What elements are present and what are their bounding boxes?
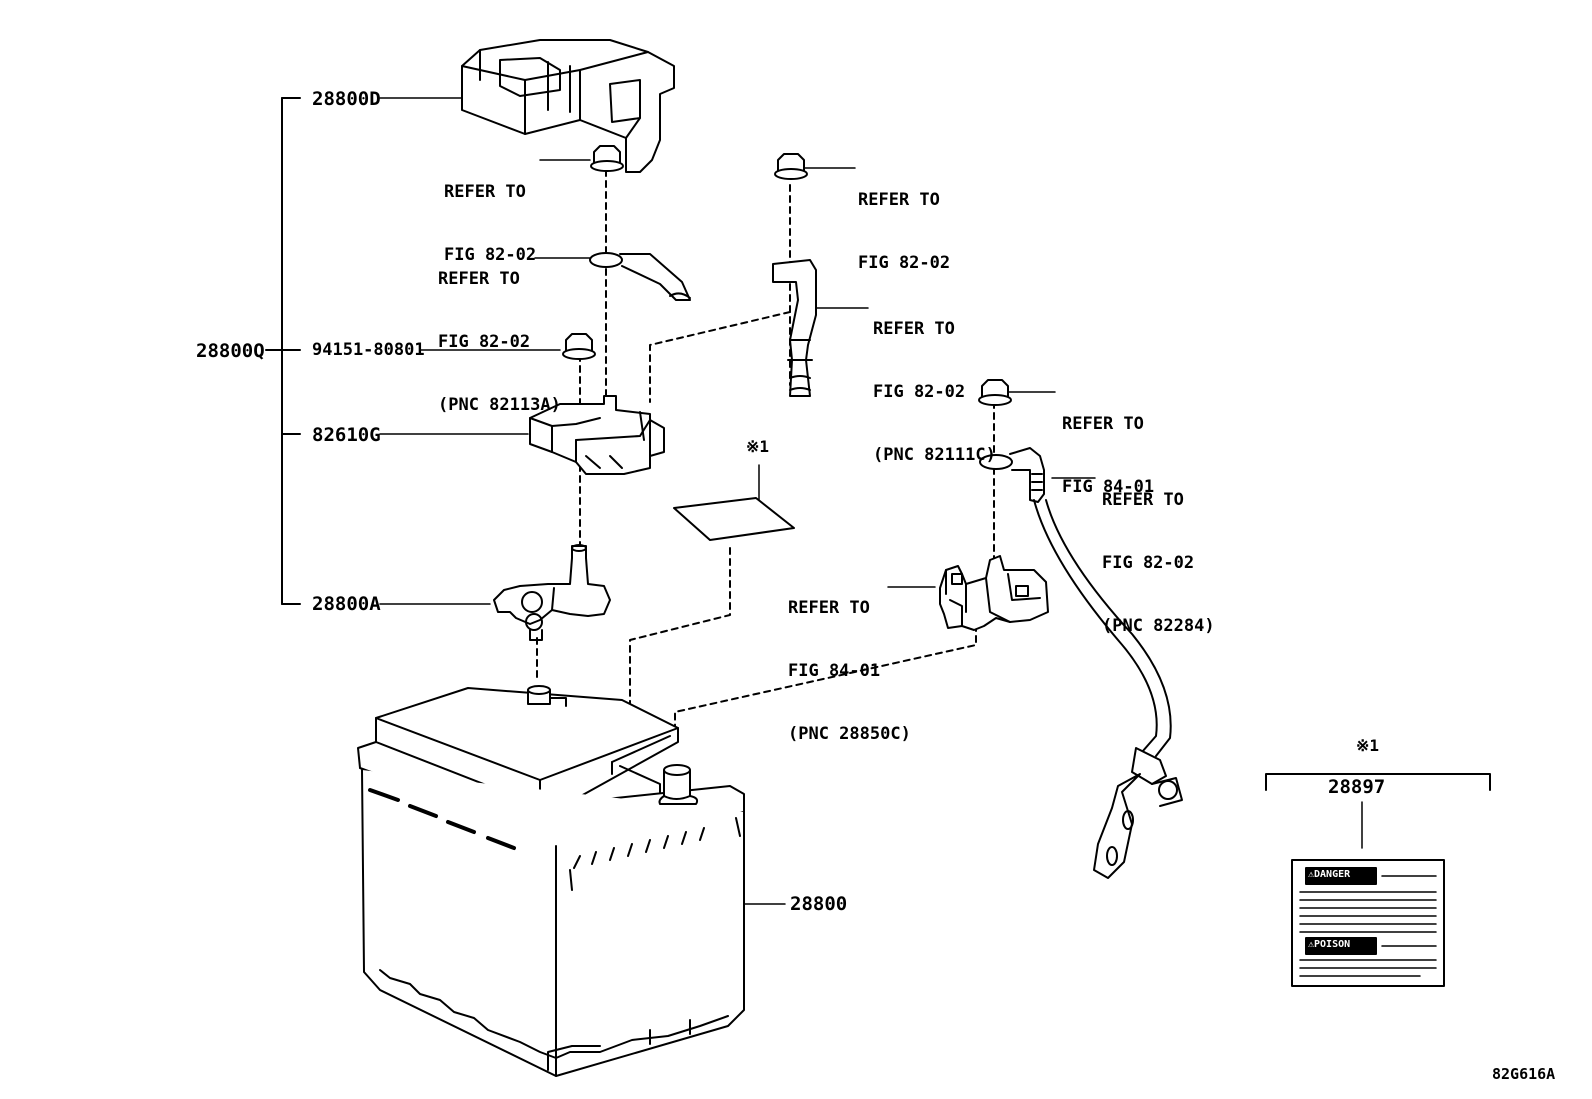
part-number-28800q[interactable]: 28800Q (196, 340, 265, 362)
positive-cable-clamp-drawing (772, 259, 817, 397)
refer-line: (PNC 82111C) (873, 445, 996, 465)
caution-label-drawing (1291, 859, 1445, 987)
refer-line: FIG 84-01 (1062, 477, 1155, 497)
flange-nut-negative-drawing (978, 379, 1012, 406)
label-warning-poison: ⚠POISON (1308, 939, 1351, 950)
note-mark-label-sheet: ※1 (746, 437, 770, 456)
refer-fig-82-02-nut-top-right[interactable]: REFER TO FIG 82-02 (858, 148, 1058, 295)
positive-cable-bracket-drawing (589, 252, 691, 301)
bolt-94151-drawing (562, 333, 596, 360)
label-sheet-drawing (673, 497, 795, 541)
refer-line: REFER TO (858, 190, 940, 210)
refer-line: (PNC 28850C) (788, 724, 911, 744)
refer-line: (PNC 82284) (1102, 616, 1215, 636)
label-group-bracket (1265, 773, 1491, 791)
refer-line: FIG 82-02 (873, 382, 966, 402)
refer-line: REFER TO (873, 319, 955, 339)
figure-id: 82G616A (1492, 1065, 1556, 1083)
refer-fig-82-02-bracket-left[interactable]: REFER TO FIG 82-02 (PNC 82113A) (438, 227, 638, 437)
negative-cable-drawing (979, 447, 1183, 879)
refer-line: REFER TO (438, 269, 520, 289)
label-warning-danger: ⚠DANGER (1308, 869, 1351, 880)
battery-current-sensor-drawing (939, 555, 1049, 631)
part-number-82610g[interactable]: 82610G (312, 424, 381, 446)
battery-drawing (357, 685, 745, 1077)
refer-line: REFER TO (1062, 414, 1144, 434)
flange-nut-top-right-drawing (774, 153, 808, 180)
refer-line: FIG 84-01 (788, 661, 881, 681)
flange-nut-top-left-drawing (590, 145, 624, 172)
positive-terminal-drawing (493, 544, 611, 641)
refer-line: FIG 82-02 (438, 332, 531, 352)
refer-fig-82-02-nut-top-left[interactable]: REFER TO FIG 82-02 (444, 140, 644, 287)
refer-fig-84-01-nut-negative[interactable]: REFER TO FIG 84-01 (1062, 372, 1262, 519)
note-mark-label-group: ※1 (1356, 736, 1380, 755)
refer-fig-82-02-negative-cable[interactable]: REFER TO FIG 82-02 (PNC 82284) (1102, 448, 1302, 658)
refer-line: REFER TO (444, 182, 526, 202)
part-number-28800a[interactable]: 28800A (312, 593, 381, 615)
refer-line: (PNC 82113A) (438, 395, 561, 415)
refer-line: REFER TO (1102, 490, 1184, 510)
terminal-cover-drawing (529, 395, 665, 475)
refer-line: FIG 82-02 (858, 253, 951, 273)
refer-fig-84-01-sensor[interactable]: REFER TO FIG 84-01 (PNC 28850C) (788, 556, 988, 766)
part-number-28800d[interactable]: 28800D (312, 88, 381, 110)
part-number-28800[interactable]: 28800 (790, 893, 848, 915)
refer-line: FIG 82-02 (1102, 553, 1195, 573)
assembly-dashed-lines (536, 169, 995, 729)
battery-terminal-cover-drawing (461, 39, 675, 173)
refer-line: FIG 82-02 (444, 245, 537, 265)
assembly-bracket (265, 97, 301, 605)
part-number-94151-80801[interactable]: 94151-80801 (312, 340, 425, 360)
part-number-28897[interactable]: 28897 (1328, 776, 1386, 798)
refer-line: REFER TO (788, 598, 870, 618)
refer-fig-82-02-cable-clamp[interactable]: REFER TO FIG 82-02 (PNC 82111C) (873, 277, 1073, 487)
